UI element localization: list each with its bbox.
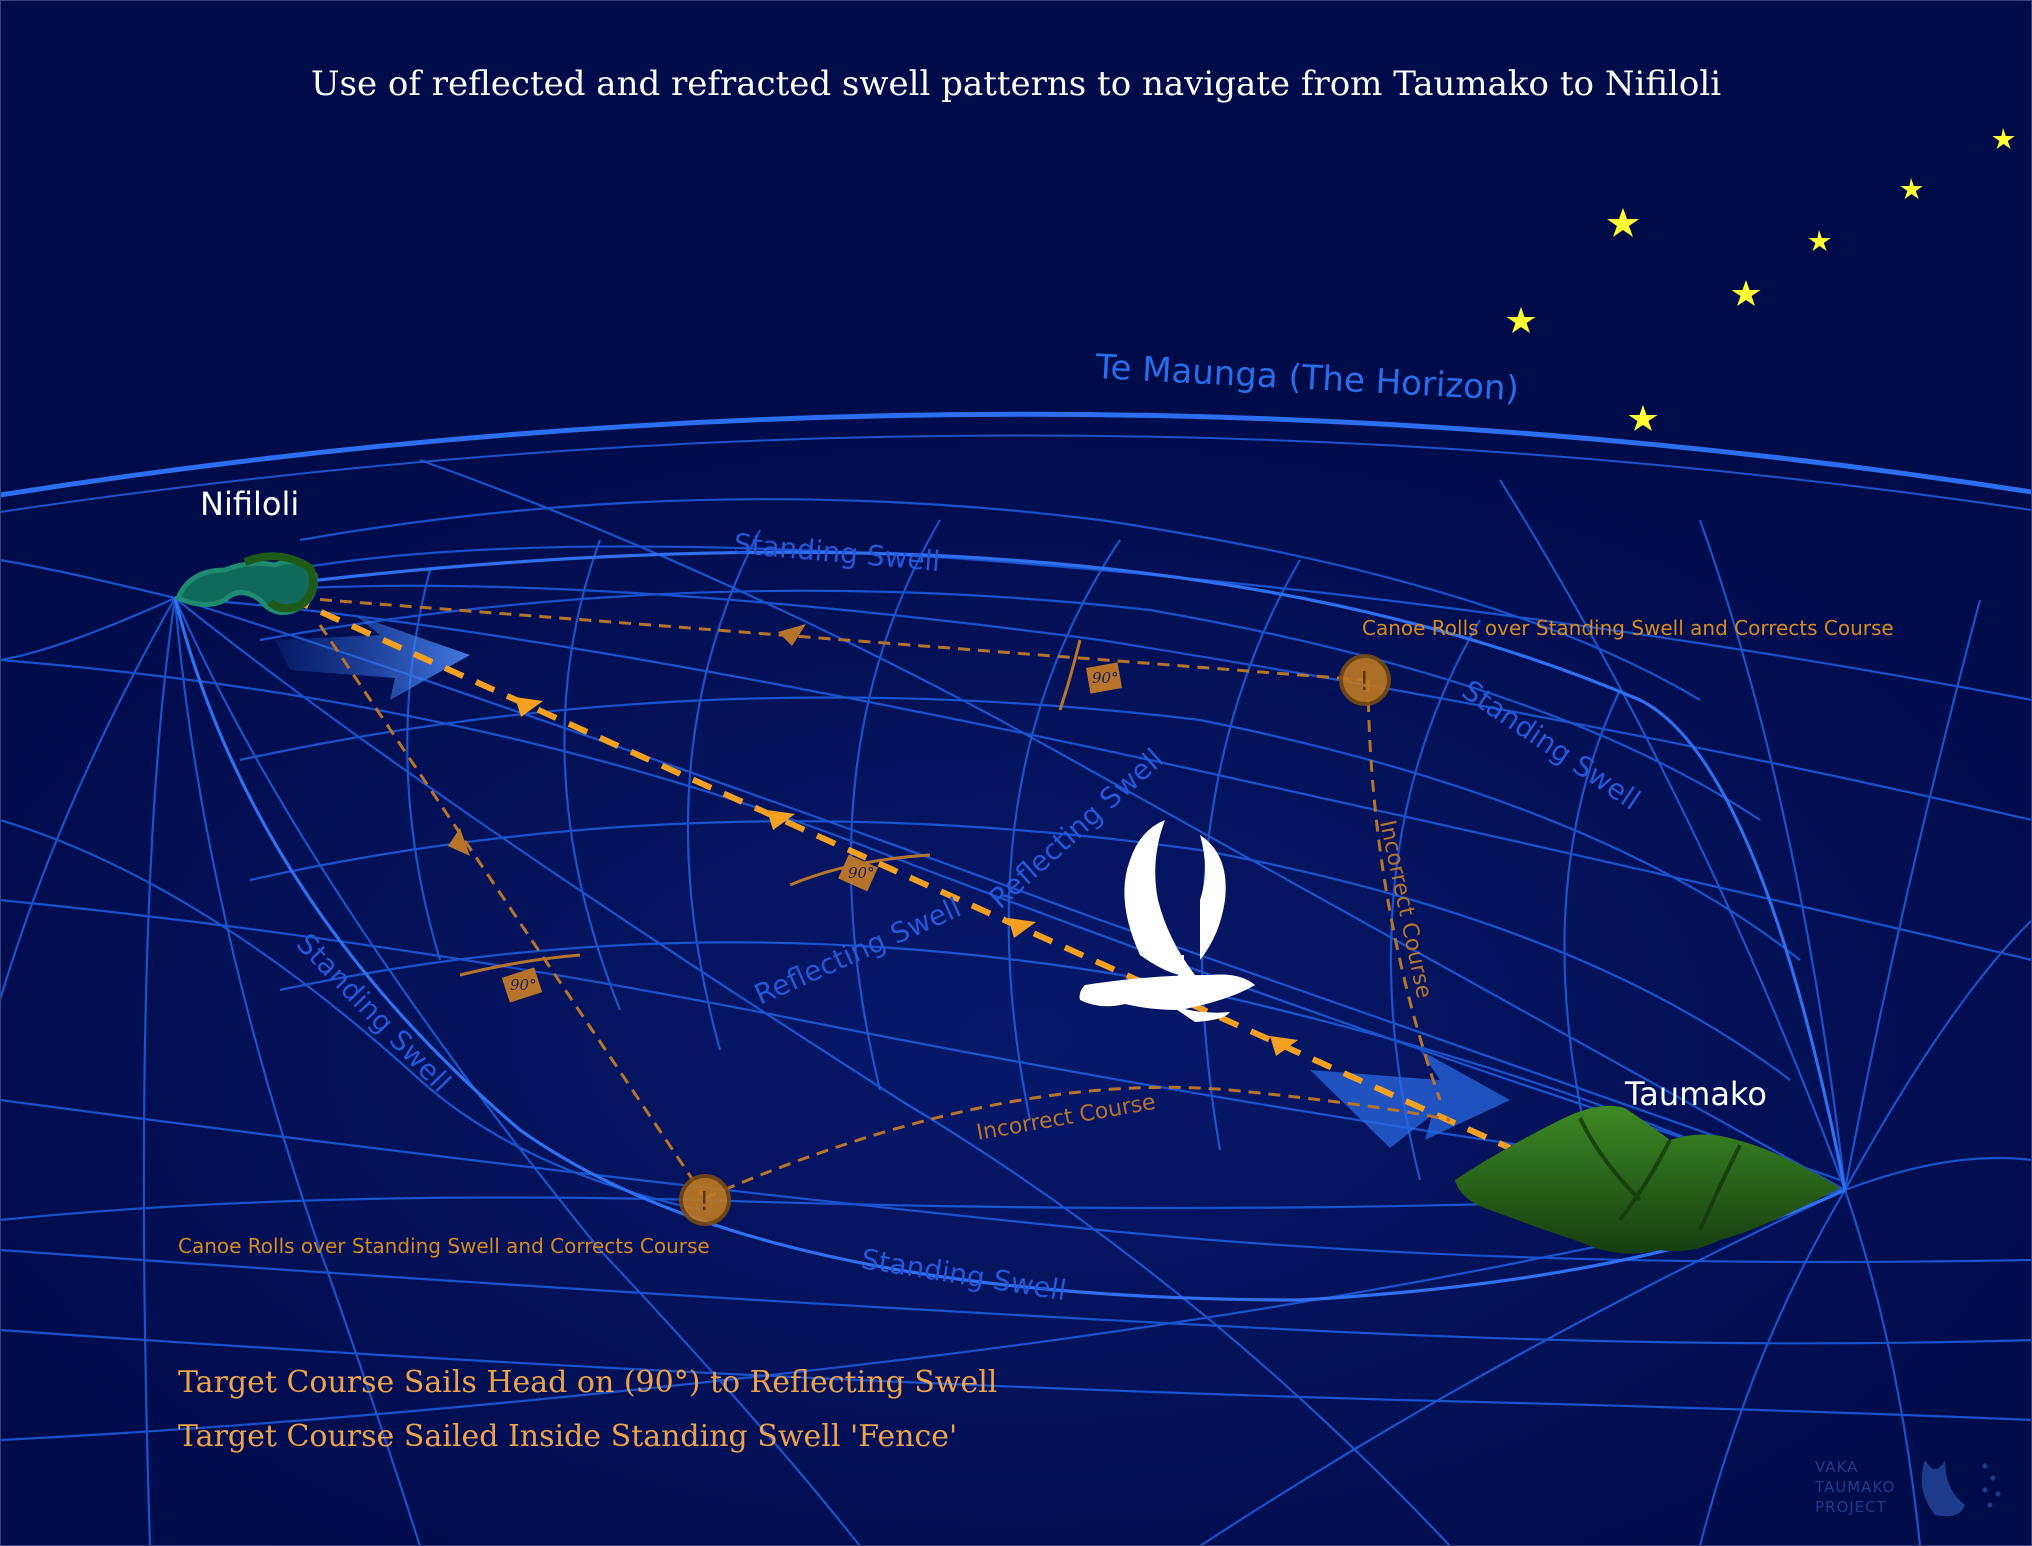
stars — [1506, 128, 2015, 431]
canoe-icon — [1079, 820, 1255, 1022]
logo-line-1: VAKA — [1815, 1458, 1858, 1476]
star-icon — [1900, 178, 1923, 199]
logo-line-2: TAUMAKO — [1814, 1478, 1895, 1496]
star-icon — [1731, 280, 1761, 306]
horizon-line — [0, 411, 2032, 498]
upper-correction-note: Canoe Rolls over Standing Swell and Corr… — [1362, 616, 1894, 640]
taumako-label: Taumako — [1624, 1075, 1767, 1113]
correction-marker-upper: ! — [1339, 654, 1391, 706]
logo-stars-icon — [1982, 1463, 2001, 1508]
star-icon — [1607, 208, 1639, 237]
project-logo: VAKA TAUMAKO PROJECT — [1814, 1458, 2001, 1517]
incorrect-course-arrowheads — [448, 624, 806, 856]
svg-text:!: ! — [1359, 667, 1369, 697]
lower-correction-note: Canoe Rolls over Standing Swell and Corr… — [178, 1234, 710, 1258]
nifiloli-label: Nifiloli — [200, 485, 299, 523]
standing-swell-boundaries — [173, 550, 1847, 1302]
angle-text-left: 90° — [510, 976, 537, 994]
legend-line-1: Target Course Sails Head on (90°) to Ref… — [178, 1365, 997, 1400]
course-arrowheads — [515, 697, 1298, 1056]
angle-text-top: 90° — [1092, 669, 1119, 687]
incorrect-courses — [299, 596, 1451, 1200]
star-icon — [1628, 405, 1658, 431]
angle-marker-center: 90° — [789, 853, 931, 892]
nifiloli-island — [174, 552, 318, 615]
angle-text-center: 90° — [848, 864, 875, 882]
svg-text:!: ! — [699, 1187, 709, 1217]
horizon-line-inner — [0, 434, 2032, 513]
swell-arrow-bottom-right — [1310, 1050, 1510, 1148]
diagram-title: Use of reflected and refracted swell pat… — [311, 64, 1721, 104]
star-icon — [1808, 230, 1831, 251]
angle-marker-left: 90° — [459, 953, 581, 1003]
taumako-island — [1455, 1105, 1840, 1254]
star-icon — [1992, 128, 2015, 149]
correction-marker-lower: ! — [679, 1174, 731, 1226]
angle-marker-top: 90° — [1058, 639, 1123, 711]
legend-line-2: Target Course Sailed Inside Standing Swe… — [178, 1419, 957, 1454]
swell-arrow-top-left — [275, 615, 470, 700]
logo-sail-icon — [1921, 1460, 1965, 1517]
target-course — [288, 595, 1512, 1151]
swell-lines — [0, 458, 2032, 1546]
star-icon — [1506, 307, 1536, 333]
logo-line-3: PROJECT — [1815, 1498, 1887, 1516]
